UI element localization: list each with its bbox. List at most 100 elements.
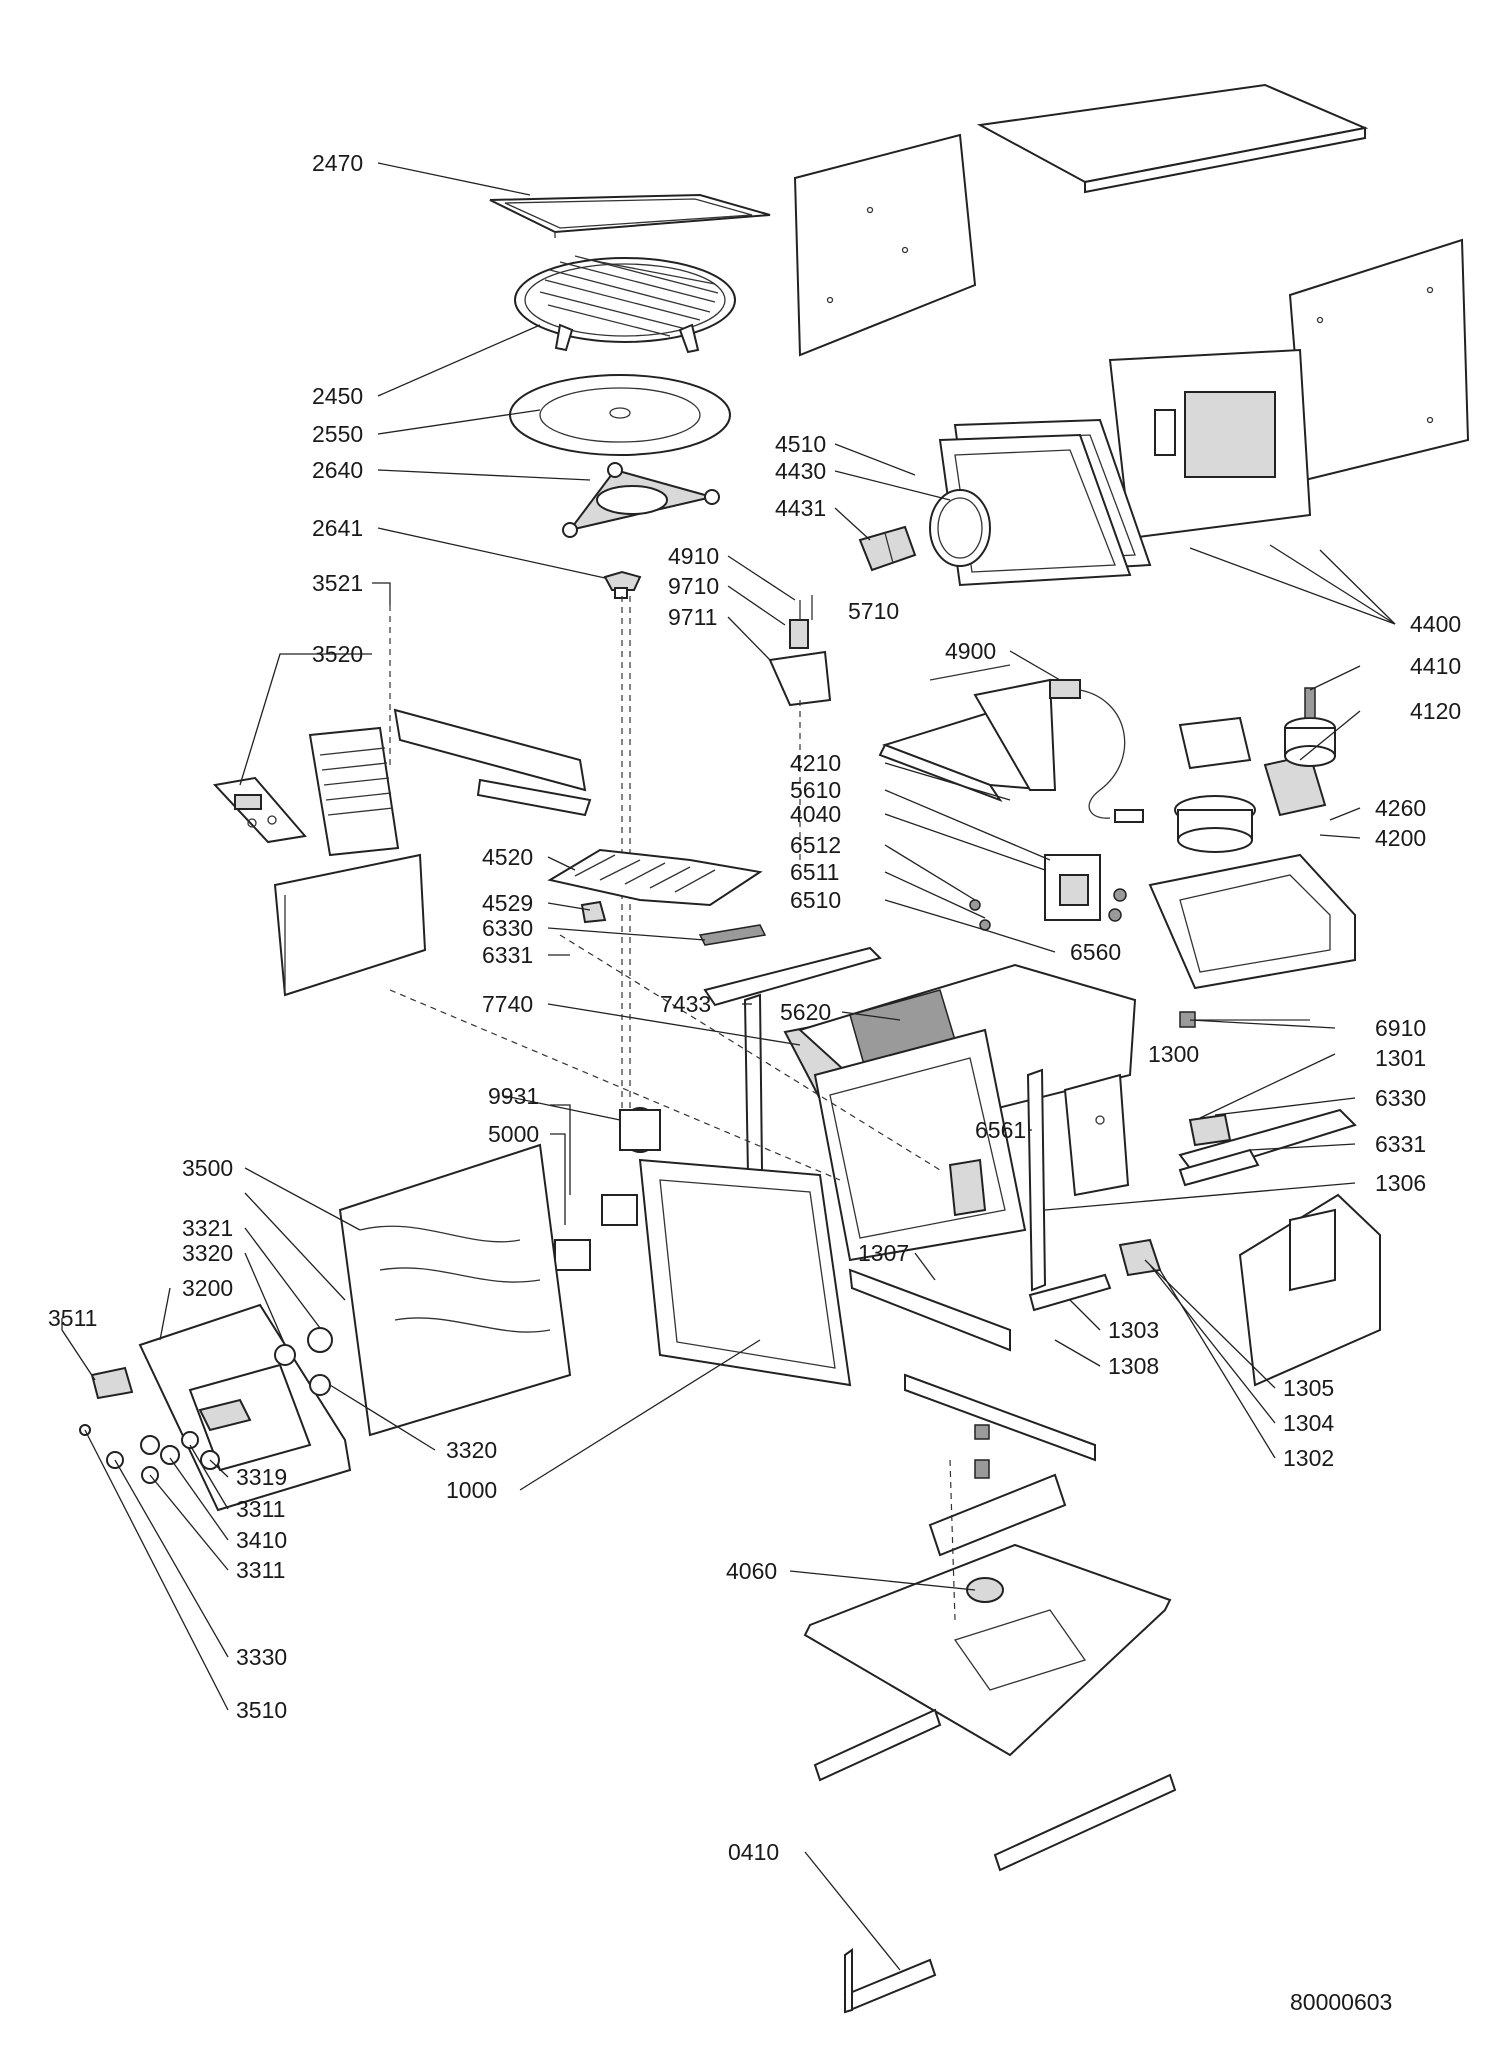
part-3520-control-board	[213, 776, 307, 844]
part-6910-lamp	[1179, 1011, 1310, 1028]
part-5620-oven-cavity	[798, 963, 1137, 1262]
part-0410-foot-rail	[813, 1708, 1177, 2014]
part-2470-baking-tray	[489, 193, 771, 238]
callout-9710: 9710	[668, 573, 719, 599]
callout-7740: 7740	[482, 991, 533, 1017]
callout-3511: 3511	[48, 1305, 97, 1331]
part-4430-ring	[929, 489, 991, 567]
drawing-number: 80000603	[1290, 1989, 1392, 2015]
callout-3330: 3330	[236, 1644, 287, 1670]
callout-2470: 2470	[312, 150, 363, 176]
part-4900-thermal-cutout	[1049, 679, 1144, 823]
callout-9711: 9711	[668, 604, 717, 630]
callout-5610: 5610	[790, 777, 841, 803]
callout-6560: 6560	[1070, 939, 1121, 965]
callout-3321: 3321	[182, 1215, 233, 1241]
part-2640-roller-support	[562, 462, 720, 538]
callout-3311-lower: 3311	[236, 1557, 285, 1583]
callout-3410: 3410	[236, 1527, 287, 1553]
callout-labels: 2470 2450 2550 2640 2641 3521 3520 4510 …	[48, 150, 1461, 1865]
callout-9931: 9931	[488, 1083, 539, 1109]
callout-6510: 6510	[790, 887, 841, 913]
part-case-top-cover	[976, 83, 1369, 194]
callout-3319: 3319	[236, 1464, 287, 1490]
part-4910-bracket	[768, 595, 832, 707]
part-bottom-strip	[904, 1373, 1096, 1462]
callout-6330-left: 6330	[482, 915, 533, 941]
part-side-panel-left	[273, 853, 427, 997]
callout-4910: 4910	[668, 543, 719, 569]
callout-6331-left: 6331	[482, 942, 533, 968]
part-case-side-panel	[1288, 238, 1470, 482]
callout-3200: 3200	[182, 1275, 233, 1301]
callout-3510: 3510	[236, 1697, 287, 1723]
callout-4040: 4040	[790, 801, 841, 827]
callout-4400: 4400	[1410, 611, 1461, 637]
part-1305-side-shield	[1238, 1193, 1381, 1387]
part-5710-air-duct	[878, 664, 1057, 803]
part-case-rear-panel	[793, 133, 977, 357]
part-4200-waveguide-cover	[1148, 853, 1356, 990]
callout-6511: 6511	[790, 859, 839, 885]
callout-4120: 4120	[1410, 698, 1461, 724]
callout-1306: 1306	[1375, 1170, 1426, 1196]
part-1303-bottom-rail	[848, 1268, 1112, 1352]
part-2550-turntable	[509, 374, 731, 456]
part-3511-button	[90, 1366, 134, 1400]
part-1000-door	[638, 1158, 852, 1387]
callout-1000: 1000	[446, 1477, 497, 1503]
callout-4529: 4529	[482, 890, 533, 916]
callout-3521: 3521	[312, 570, 363, 596]
callout-2641: 2641	[312, 515, 363, 541]
part-4510-gasket-frame	[938, 418, 1152, 587]
callout-4510: 4510	[775, 431, 826, 457]
callout-5620: 5620	[780, 999, 831, 1025]
part-9931-motor	[619, 1107, 661, 1153]
callout-6561: 6561	[975, 1117, 1026, 1143]
callout-3500: 3500	[182, 1155, 233, 1181]
callout-3320-top: 3320	[182, 1240, 233, 1266]
part-4520-grill-heater	[547, 848, 763, 924]
callout-4260: 4260	[1375, 795, 1426, 821]
callout-1308: 1308	[1108, 1353, 1159, 1379]
callout-4430: 4430	[775, 458, 826, 484]
callout-1300: 1300	[1148, 1041, 1199, 1067]
callout-6910: 6910	[1375, 1015, 1426, 1041]
callout-7433: 7433	[660, 991, 711, 1017]
callout-3320-bottom: 3320	[446, 1437, 497, 1463]
part-2450-wire-rack	[514, 255, 736, 354]
part-1300-side-housing	[1063, 1073, 1130, 1197]
callout-6512: 6512	[790, 832, 841, 858]
callout-5710: 5710	[848, 598, 899, 624]
callout-4060: 4060	[726, 1558, 777, 1584]
callout-3520: 3520	[312, 641, 363, 667]
part-3521-rail	[393, 708, 592, 817]
part-4040-switch-block	[969, 854, 1127, 931]
part-1301-hinge-group	[1178, 1108, 1357, 1187]
part-6330-reflector	[698, 924, 767, 946]
callout-2450: 2450	[312, 383, 363, 409]
callout-4431: 4431	[775, 495, 826, 521]
callout-1304: 1304	[1283, 1410, 1334, 1436]
part-4431-fan-blade	[858, 525, 917, 572]
callout-4900: 4900	[945, 638, 996, 664]
callout-2550: 2550	[312, 421, 363, 447]
callout-4410: 4410	[1410, 653, 1461, 679]
callout-1303: 1303	[1108, 1317, 1159, 1343]
callout-5000: 5000	[488, 1121, 539, 1147]
callout-4210: 4210	[790, 750, 841, 776]
part-4410-fan-motor	[1284, 687, 1336, 767]
parts-drawing	[79, 83, 1470, 2014]
part-4060-base-plate	[803, 1424, 1172, 1757]
callout-0410: 0410	[728, 1839, 779, 1865]
part-4120-magnetron	[1174, 716, 1327, 853]
part-cavity-wrapper	[1108, 348, 1312, 540]
callout-2640: 2640	[312, 457, 363, 483]
callout-1307: 1307	[858, 1240, 909, 1266]
callout-6331-right: 6331	[1375, 1131, 1426, 1157]
callout-4200: 4200	[1375, 825, 1426, 851]
part-3200-control-panel	[138, 1303, 352, 1512]
part-6561-bracket	[1026, 1068, 1047, 1292]
callout-4520: 4520	[482, 844, 533, 870]
part-2641-coupler	[603, 570, 642, 599]
